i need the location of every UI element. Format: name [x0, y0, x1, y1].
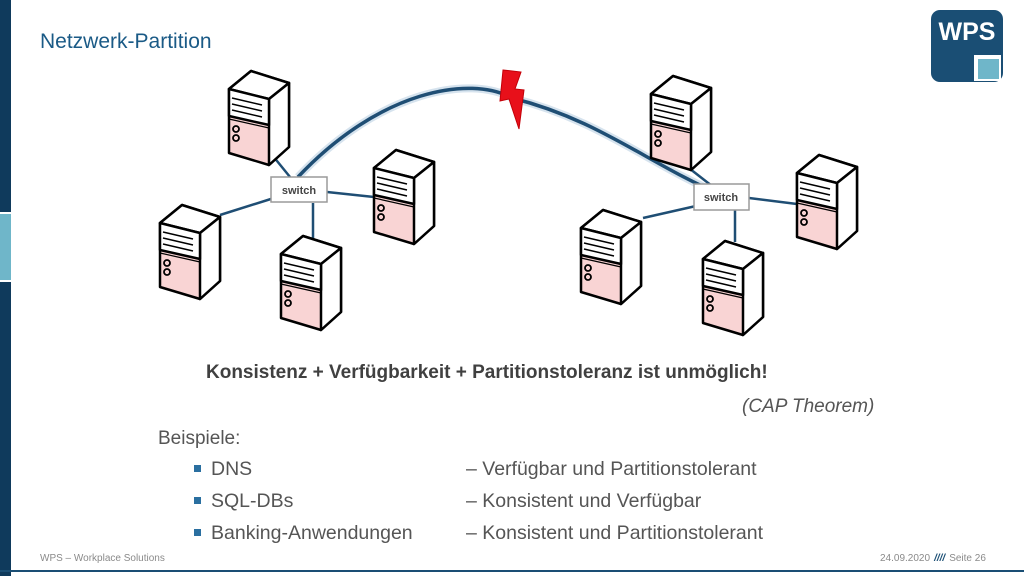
- left-accent-divider: [0, 280, 11, 282]
- example-name: DNS: [211, 458, 253, 480]
- logo-square: [978, 59, 999, 79]
- link: [326, 190, 375, 199]
- server: [227, 69, 291, 167]
- left-accent-divider: [0, 212, 11, 214]
- footer-date: 24.09.2020: [880, 553, 931, 564]
- footer-company: WPS – Workplace Solutions: [40, 553, 165, 564]
- cap-theorem-note: (CAP Theorem): [742, 396, 875, 417]
- wps-logo: WPS: [931, 10, 1003, 82]
- bottom-rule: [0, 570, 1024, 572]
- server: [279, 234, 343, 332]
- right-switch-label: switch: [704, 192, 739, 204]
- lightning-icon: [499, 69, 525, 130]
- left-accent-bar: [0, 0, 11, 576]
- server: [579, 208, 643, 306]
- server: [795, 153, 859, 251]
- link: [219, 196, 275, 217]
- bullet-icon: [194, 497, 201, 504]
- footer-page-number: Seite 26: [949, 553, 986, 564]
- cap-headline: Konsistenz + Verfügbarkeit + Partitionst…: [206, 362, 768, 383]
- left-switch-label: switch: [282, 185, 317, 197]
- bullet-icon: [194, 465, 201, 472]
- example-name: Banking-Anwendungen: [211, 522, 413, 544]
- example-description: – Konsistent und Partitionstolerant: [466, 522, 764, 544]
- example-name: SQL-DBs: [211, 490, 294, 512]
- slide-title: Netzwerk-Partition: [40, 30, 212, 53]
- example-description: – Verfügbar und Partitionstolerant: [466, 458, 757, 480]
- logo-text: WPS: [938, 18, 996, 46]
- link: [642, 204, 697, 220]
- link: [748, 196, 798, 206]
- server: [372, 148, 436, 246]
- right-switch: [693, 183, 750, 211]
- bullet-icon: [194, 529, 201, 536]
- left-switch: [270, 176, 328, 203]
- example-description: – Konsistent und Verfügbar: [466, 490, 702, 512]
- left-accent-highlight: [0, 212, 11, 280]
- server: [701, 239, 765, 337]
- server: [158, 203, 222, 301]
- examples-label: Beispiele:: [158, 428, 241, 449]
- footer-separator: ////: [934, 553, 946, 564]
- server: [649, 74, 713, 172]
- footer-meta: 24.09.2020////Seite 26: [880, 553, 986, 564]
